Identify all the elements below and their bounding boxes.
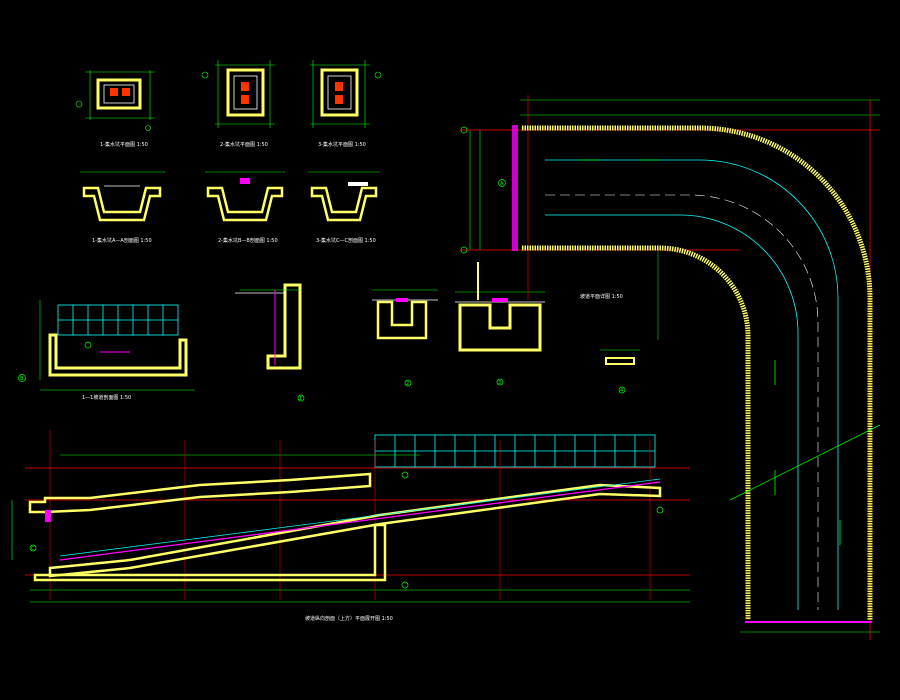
detail-mark-4: 4 (620, 388, 623, 394)
detail-mark-3: 3 (498, 380, 501, 386)
drain1-plan-detail (75, 70, 155, 131)
axis-mark-c: C (31, 546, 35, 552)
section-1-1-detail (18, 300, 195, 391)
drain3-plan-detail (310, 60, 382, 128)
ramp-elevation-title: 坡道纵向剖面（上方）平面展开图 1:50 (305, 615, 393, 622)
axis-mark-a: A (500, 181, 504, 187)
wall-detail-1 (235, 283, 305, 402)
drain2-plan-title: 2-集水坑平面图 1:50 (220, 141, 268, 148)
ramp-plan-title: 坡道平面详图 1:50 (580, 293, 623, 300)
drain-sections (80, 171, 380, 222)
axis-mark-b: B (20, 376, 24, 382)
drain3-plan-title: 3-集水坑平面图 1:50 (318, 141, 366, 148)
drain2-section-title: 2-集水坑B—B剖面图 1:50 (218, 237, 278, 244)
wall-detail-2 (372, 289, 438, 387)
drain1-section-title: 1-集水坑A—A剖面图 1:50 (92, 237, 152, 244)
section-1-1-title: 1—1坡道剖面图 1:50 (82, 394, 131, 401)
detail-mark-2: 2 (406, 381, 409, 387)
wall-detail-4 (600, 349, 640, 394)
detail-mark-1: 1 (299, 396, 302, 402)
drain3-section-title: 3-集水坑C—C剖面图 1:50 (316, 237, 376, 244)
drain2-plan-detail (201, 60, 275, 128)
ramp-elevation (11, 430, 690, 603)
wall-detail-3 (455, 262, 545, 386)
drain1-plan-title: 1-集水坑平面图 1:50 (100, 141, 148, 148)
ramp-plan (460, 95, 881, 640)
